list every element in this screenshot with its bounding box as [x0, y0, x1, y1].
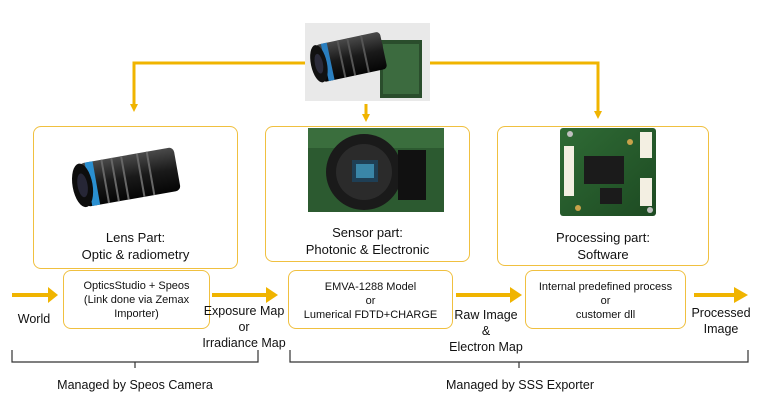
- world-label: World: [17, 312, 51, 326]
- top-camera-photo: [305, 23, 430, 101]
- optics-box-line-2: (Link done via Zemax: [83, 294, 190, 306]
- processed-label-1: Processed: [691, 306, 751, 320]
- sensor-panel-title-2: Photonic & Electronic: [305, 242, 430, 257]
- emva-box-line-1: EMVA-1288 Model: [324, 281, 417, 293]
- raw-label-2: &: [481, 324, 491, 338]
- process-box-line-1: Internal predefined process: [538, 281, 673, 293]
- speos-caption: Managed by Speos Camera: [57, 378, 213, 392]
- emva-box-line-3: Lumerical FDTD+CHARGE: [303, 309, 438, 321]
- exposure-label-2: or: [238, 320, 250, 334]
- processing-panel-title-2: Software: [577, 247, 629, 262]
- arrow-world-in: [12, 287, 58, 303]
- lens-panel: Lens Part: Optic & radiometry: [33, 126, 238, 269]
- process-box-line-3: customer dll: [575, 309, 636, 321]
- arrow-exposure: [212, 287, 278, 303]
- emva-box: EMVA-1288 Model or Lumerical FDTD+CHARGE: [288, 270, 453, 329]
- process-box: Internal predefined process or customer …: [525, 270, 686, 329]
- emva-box-line-2: or: [365, 295, 376, 307]
- raw-label-1: Raw Image: [454, 308, 518, 322]
- processed-label-2: Image: [703, 322, 739, 336]
- processing-panel-title-1: Processing part:: [556, 230, 650, 245]
- optics-box: OpticsStudio + Speos (Link done via Zema…: [63, 270, 210, 329]
- exposure-label-1: Exposure Map: [203, 304, 285, 318]
- exposure-label-3: Irradiance Map: [202, 336, 286, 350]
- processing-panel: Processing part: Software: [497, 126, 709, 266]
- sensor-panel: Sensor part: Photonic & Electronic: [265, 126, 470, 262]
- bracket-sss: [289, 350, 749, 368]
- lens-panel-title-1: Lens Part:: [105, 230, 166, 245]
- sss-caption: Managed by SSS Exporter: [446, 378, 594, 392]
- process-box-line-2: or: [600, 295, 611, 307]
- flow-arrows: [12, 287, 748, 303]
- arrow-to-lens: [130, 61, 305, 112]
- raw-label-3: Electron Map: [449, 340, 523, 354]
- sensor-panel-title-1: Sensor part:: [332, 225, 403, 240]
- arrow-raw: [456, 287, 522, 303]
- arrow-to-processing: [430, 61, 602, 119]
- optics-box-line-1: OpticsStudio + Speos: [83, 280, 190, 292]
- bracket-speos: [11, 350, 259, 368]
- arrow-processed: [694, 287, 748, 303]
- optics-box-line-3: Importer): [114, 308, 159, 320]
- lens-panel-title-2: Optic & radiometry: [81, 247, 190, 262]
- top-arrows: [130, 61, 602, 122]
